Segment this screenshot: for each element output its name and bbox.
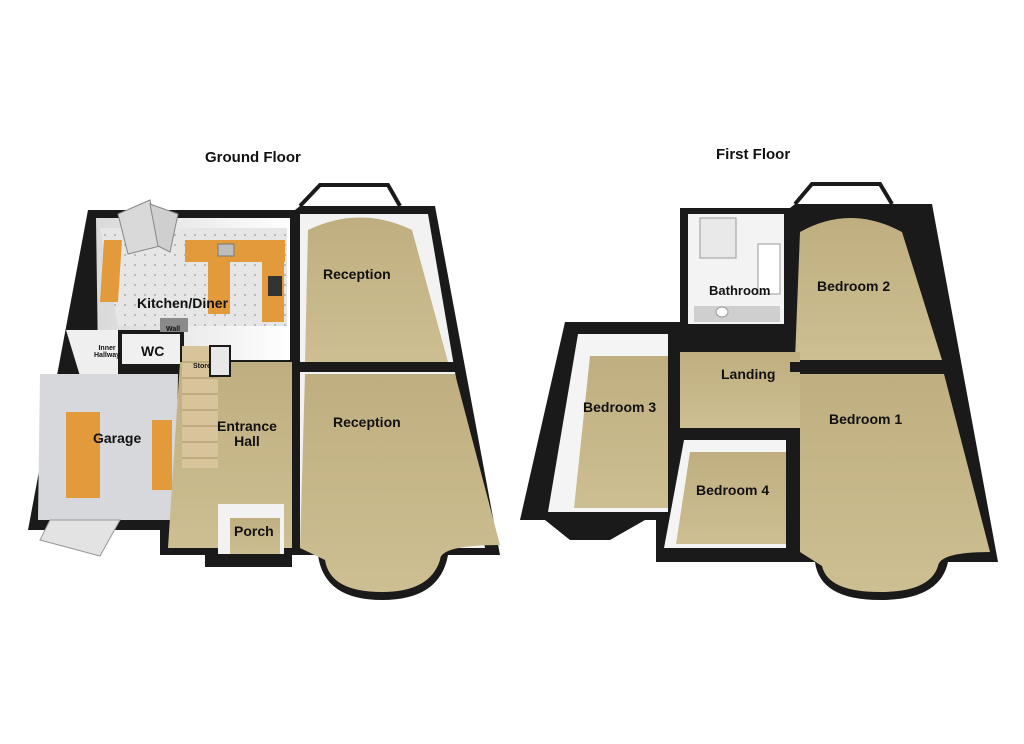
first-floor-plan	[520, 182, 998, 600]
label-landing: Landing	[721, 366, 776, 382]
shower-enclosure	[699, 217, 737, 259]
bay-window-bed2	[793, 182, 894, 206]
room-inner-hallway	[66, 330, 118, 376]
toilet	[715, 306, 729, 318]
label-reception-rear: Reception	[323, 266, 391, 282]
room-bedroom-2	[793, 182, 942, 360]
bath-tub	[757, 243, 781, 295]
wall-label-block	[160, 318, 188, 332]
label-kitchen-diner: Kitchen/Diner	[137, 295, 229, 311]
room-wc	[118, 330, 184, 368]
room-kitchen-diner	[100, 199, 287, 326]
label-porch: Porch	[234, 523, 274, 539]
label-wall: Wall	[166, 326, 181, 333]
room-bedroom-4	[664, 440, 786, 548]
room-bedroom-3	[548, 334, 668, 512]
room-bathroom	[688, 214, 784, 324]
kitchen-counter-left	[100, 240, 122, 302]
label-bedroom-2: Bedroom 2	[817, 278, 891, 294]
label-wc: WC	[141, 343, 165, 359]
reception-divider-wall	[295, 362, 457, 372]
store-cupboard	[209, 345, 231, 377]
kitchen-door-open-2	[149, 203, 179, 253]
room-reception-front	[300, 374, 500, 592]
garage-bench-left	[66, 412, 100, 498]
label-bathroom: Bathroom	[709, 283, 771, 298]
room-garage	[38, 374, 178, 557]
garage-door	[39, 519, 121, 557]
ground-floor-title: Ground Floor	[205, 149, 301, 166]
room-landing	[680, 352, 800, 428]
kitchen-counter-island	[208, 262, 230, 314]
label-bedroom-4: Bedroom 4	[696, 482, 770, 498]
room-porch	[218, 504, 284, 554]
bedroom-divider-wall	[790, 362, 950, 372]
label-garage: Garage	[93, 430, 142, 446]
label-store: Store	[193, 363, 211, 370]
sink	[217, 243, 235, 257]
ground-floor-plan	[28, 183, 500, 600]
garage-bench-right	[152, 420, 172, 490]
label-inner-hallway: Inner Hallway	[94, 345, 121, 360]
bay-window-rear	[298, 183, 402, 208]
hob	[268, 276, 282, 296]
first-floor-title: First Floor	[716, 146, 791, 163]
kitchen-counter	[185, 240, 285, 262]
label-bedroom-3: Bedroom 3	[583, 399, 657, 415]
room-entrance-hall	[168, 345, 292, 548]
label-entrance-hall: Entrance Hall	[217, 418, 277, 449]
room-bedroom-1	[800, 374, 990, 592]
label-reception-front: Reception	[333, 414, 401, 430]
label-bedroom-1: Bedroom 1	[829, 411, 903, 427]
room-reception-rear	[298, 183, 448, 362]
